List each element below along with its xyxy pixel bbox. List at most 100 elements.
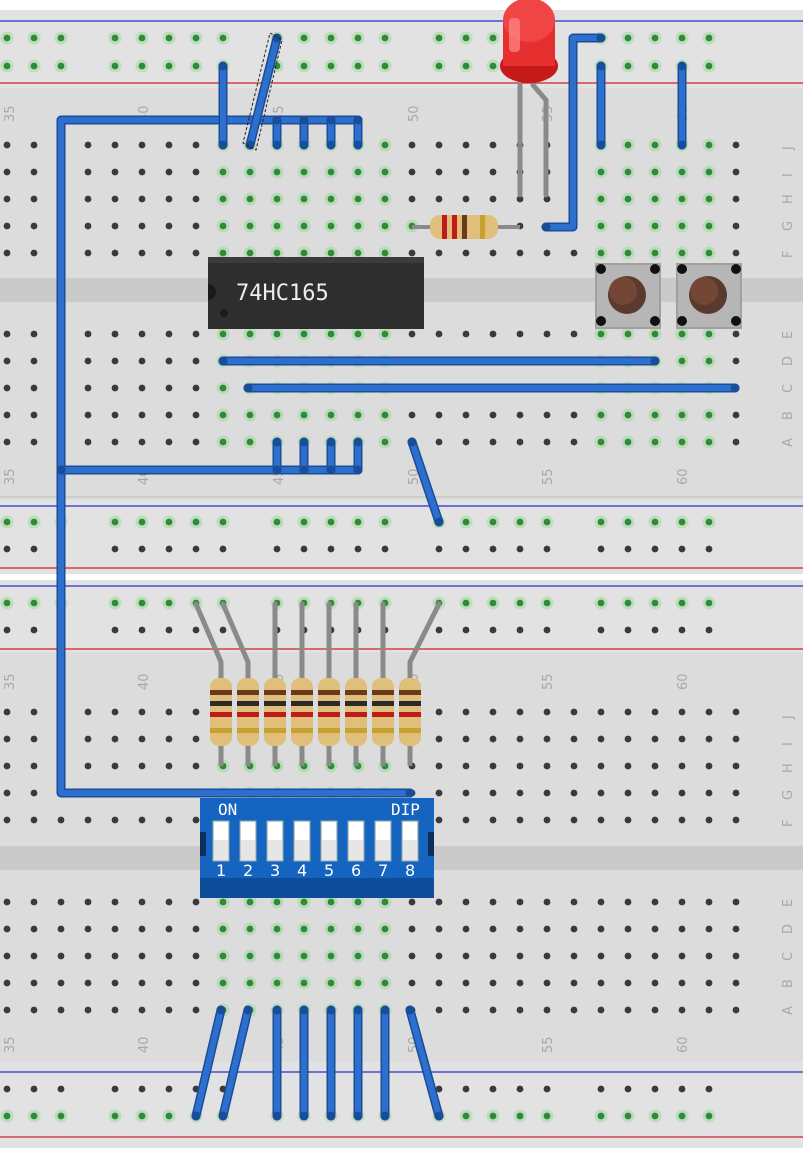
hole: [705, 979, 713, 987]
dip-rail-wire-5[interactable]: [326, 1005, 336, 1121]
jumper-wire[interactable]: [272, 437, 282, 475]
hole: [543, 898, 551, 906]
resistor-2[interactable]: [220, 601, 259, 766]
dip-toggle-5[interactable]: [320, 820, 338, 862]
rail-hole: [219, 34, 227, 42]
rail-hole: [489, 1112, 497, 1120]
rail-hole: [381, 62, 389, 70]
hole: [597, 952, 605, 960]
left-bus-branch[interactable]: [56, 465, 363, 475]
hole: [3, 168, 11, 176]
dip-toggle-7[interactable]: [374, 820, 392, 862]
rail-hole: [624, 1085, 632, 1093]
red-led[interactable]: [500, 0, 558, 198]
jumper-wire[interactable]: [353, 437, 363, 475]
resistor-8[interactable]: [399, 601, 442, 766]
hole: [111, 979, 119, 987]
hole: [165, 222, 173, 230]
dip-toggle-1[interactable]: [212, 820, 230, 862]
horizontal-bus-2[interactable]: [243, 383, 740, 393]
hole: [192, 816, 200, 824]
hole: [651, 898, 659, 906]
hole: [381, 141, 389, 149]
hole: [111, 249, 119, 257]
resistor-led[interactable]: [412, 215, 520, 239]
hole: [138, 952, 146, 960]
resistor-7[interactable]: [372, 601, 394, 766]
jumper-wire[interactable]: [596, 61, 606, 150]
hole: [732, 952, 740, 960]
dip-rail-wire-3[interactable]: [272, 1005, 282, 1121]
dip-rail-wire-1[interactable]: [191, 1005, 226, 1121]
hole: [138, 708, 146, 716]
jumper-wire[interactable]: [353, 115, 363, 150]
jumper-wire[interactable]: [677, 61, 687, 150]
hole: [219, 168, 227, 176]
dip-rail-wire-4[interactable]: [299, 1005, 309, 1121]
hole: [462, 898, 470, 906]
ic-74hc165[interactable]: 74HC165: [208, 257, 424, 329]
dip-toggle-2[interactable]: [239, 820, 257, 862]
jumper-wire[interactable]: [218, 61, 228, 150]
hole: [651, 249, 659, 257]
dip-rail-wire-7[interactable]: [380, 1005, 390, 1121]
resistor-1[interactable]: [193, 601, 232, 766]
dip-rail-wire-6[interactable]: [353, 1005, 363, 1121]
led-leg-anode: [530, 82, 549, 198]
dip-switch-8[interactable]: ON DIP: [200, 798, 434, 898]
hole: [327, 952, 335, 960]
resistor-band: [264, 701, 286, 706]
dip-toggle-6[interactable]: [347, 820, 365, 862]
jumper-wire[interactable]: [326, 115, 336, 150]
resistor-5[interactable]: [318, 601, 340, 766]
hole: [705, 438, 713, 446]
dip-toggle-3[interactable]: [266, 820, 284, 862]
hole: [597, 735, 605, 743]
led-wire[interactable]: [541, 33, 606, 232]
jumper-wire[interactable]: [326, 437, 336, 475]
pushbutton-1[interactable]: [595, 263, 661, 329]
rail-hole: [435, 545, 443, 553]
dip-rail-wire-2[interactable]: [218, 1005, 253, 1121]
hole: [489, 249, 497, 257]
hole: [408, 168, 416, 176]
rail-hole: [705, 626, 713, 634]
hole: [84, 735, 92, 743]
hole: [354, 411, 362, 419]
wire-end: [407, 437, 417, 447]
hole: [516, 411, 524, 419]
hole: [651, 438, 659, 446]
hole: [30, 438, 38, 446]
dip-toggle-4[interactable]: [293, 820, 311, 862]
hole: [192, 438, 200, 446]
hole: [30, 384, 38, 392]
hole: [219, 195, 227, 203]
wire-end: [299, 1005, 309, 1015]
dip-toggle-8[interactable]: [401, 820, 419, 862]
jumper-wire[interactable]: [272, 115, 282, 150]
hole: [192, 384, 200, 392]
hole: [3, 141, 11, 149]
jumper-wire[interactable]: [299, 115, 309, 150]
rail-hole: [381, 518, 389, 526]
jumper-wire[interactable]: [299, 437, 309, 475]
resistor-6[interactable]: [345, 601, 367, 766]
resistor-3[interactable]: [264, 601, 286, 766]
hole: [597, 789, 605, 797]
dip-rail-wire-8[interactable]: [405, 1005, 444, 1121]
horizontal-bus-1[interactable]: [218, 356, 660, 366]
col-number: 50: [407, 105, 422, 122]
resistor-leg: [407, 601, 442, 683]
resistor-4[interactable]: [291, 601, 313, 766]
dip-knob: [349, 822, 363, 840]
wire-end: [353, 140, 363, 150]
selected-wire[interactable]: [245, 33, 282, 150]
jumper-wire[interactable]: [407, 437, 444, 527]
wire-core: [220, 1007, 251, 1119]
hole: [408, 411, 416, 419]
hole: [192, 979, 200, 987]
rail-hole: [381, 34, 389, 42]
hole: [300, 222, 308, 230]
resistor-band: [264, 712, 286, 717]
pushbutton-2[interactable]: [676, 263, 742, 329]
